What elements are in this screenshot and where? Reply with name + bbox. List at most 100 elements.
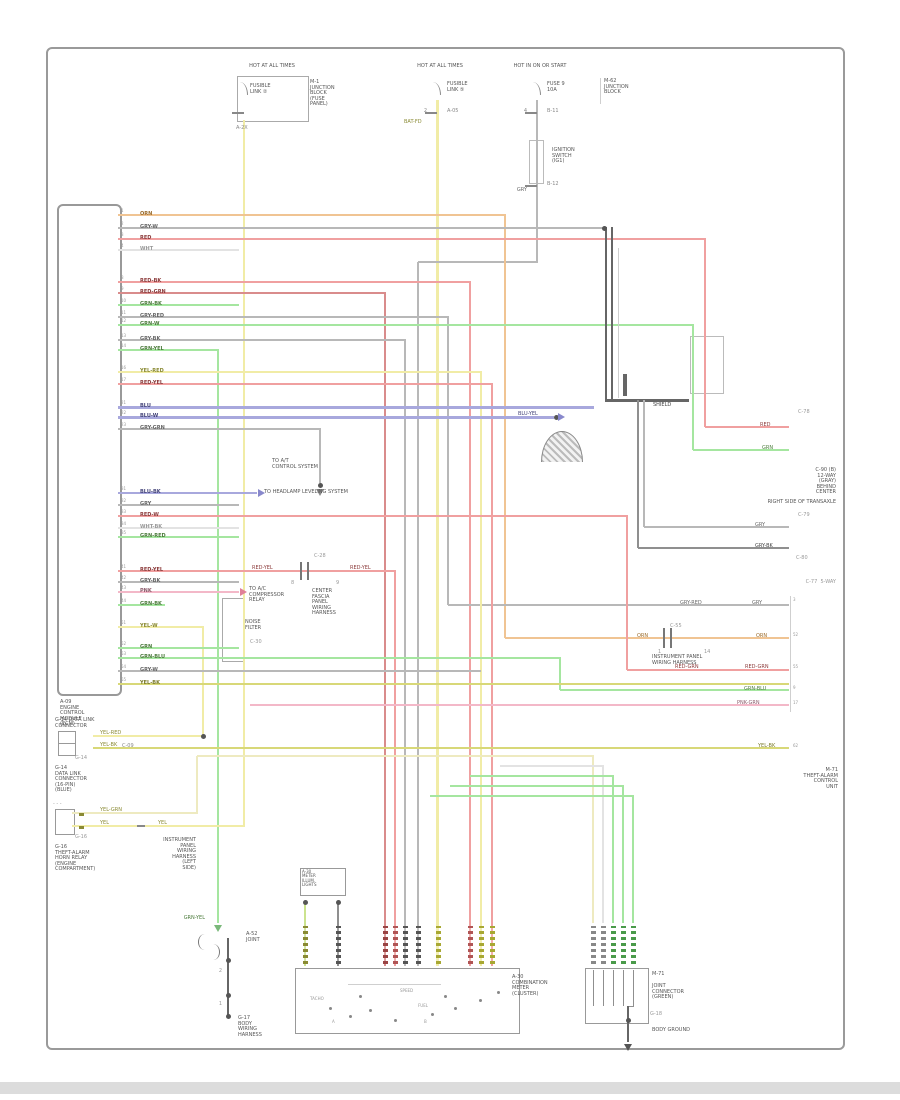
shield-bottom: [605, 398, 689, 402]
diagram-label: RED: [760, 422, 771, 428]
diagram-label: G-18: [650, 1011, 663, 1017]
diode-wire-1: [197, 755, 594, 757]
meter-label-box: [300, 868, 346, 896]
gray-branch-2: [637, 400, 639, 548]
junction-dot: [553, 414, 559, 420]
jc-feed-4: [450, 785, 624, 787]
diagram-label: A-2X: [236, 125, 248, 131]
dlc-wire-2: [93, 747, 789, 749]
connector-bar: [663, 628, 665, 648]
wire-YEL-RED: [118, 371, 482, 373]
diagram-label: RED-YEL: [252, 565, 273, 571]
jc-ground-lead: [627, 1006, 629, 1042]
wire-RED-BK: [469, 282, 471, 966]
diagram-label: RIGHT SIDE OF TRANSAXLE: [767, 499, 836, 505]
wire-GRN-BK: [118, 304, 239, 306]
diagram-label: C-77 5-WAY: [805, 579, 836, 585]
diagram-label: C-28: [314, 553, 326, 559]
diagram-label: M-1 JUNCTION BLOCK (FUSE PANEL): [310, 79, 335, 108]
junction-dot: [200, 733, 206, 739]
meter-internal-dot: [478, 998, 482, 1002]
diagram-label: 62: [793, 743, 799, 748]
diagram-label: C-09: [122, 743, 134, 749]
connector-hatch: [620, 926, 626, 964]
pin-number: 23: [121, 422, 127, 427]
pin-number: 4: [121, 243, 124, 248]
pin-number: 32: [121, 498, 127, 503]
wire-GRN: [118, 647, 239, 649]
wire-GRN-BK: [118, 604, 165, 606]
wire-RED-W: [118, 515, 628, 517]
diagram-label: TACHO: [310, 996, 324, 1001]
wire-ORN: [504, 215, 506, 638]
diagram-label: FUSIBLE LINK ②: [250, 83, 271, 95]
wire-code-label: RED-YEL: [140, 566, 164, 573]
diagram-label: G-14 DATA LINK CONNECTOR (16-PIN) (BLUE): [55, 765, 88, 794]
arrow-icon: [316, 489, 324, 496]
junction-dot: [335, 899, 341, 905]
pin-number: 2: [121, 221, 124, 226]
wire-YEL-W: [202, 627, 204, 736]
diagram-label: G-17 BODY WIRING HARNESS: [238, 1015, 262, 1038]
diagram-label: G-16: [75, 834, 88, 840]
jc-feed-2: [500, 765, 604, 767]
connector-tick: [525, 185, 537, 187]
diagram-label: 2: [218, 968, 222, 974]
pin-number: 21: [121, 400, 127, 405]
diagram-label: M-71 THEFT-ALARM CONTROL UNIT: [803, 767, 838, 790]
meter-internal-dot: [348, 1014, 352, 1018]
diagram-label: A-30 METER ILLUM. LIGHTS: [302, 869, 317, 888]
diagram-label: 14: [704, 649, 711, 655]
diode-box: [55, 809, 75, 835]
wire-code-label: RED-YEL: [140, 379, 164, 386]
jc-pin-3: [612, 970, 614, 1006]
junction-dot: [302, 899, 308, 905]
diagram-label: YEL-RED: [100, 730, 122, 736]
pin-number: 33: [121, 509, 127, 514]
diode-wire-1: [72, 812, 198, 814]
pin-number: 12: [121, 318, 127, 323]
diagram-label: 17: [793, 700, 799, 705]
diagram-label: BODY GROUND: [652, 1027, 691, 1033]
joint-connector-box: [585, 968, 649, 1024]
pin-number: 31: [121, 486, 127, 491]
dlc-symbol-2: [58, 743, 76, 756]
pin-number: 14: [121, 343, 127, 348]
pin-number: 44: [121, 598, 127, 603]
wire-code-label: GRY: [140, 500, 152, 507]
diagram-label: G-16 THEFT-ALARM HORN RELAY (ENGINE COMP…: [55, 844, 96, 873]
diagram-label: A-30 COMBINATION METER (CLUSTER): [512, 974, 548, 997]
wire-GRN-W: [692, 325, 694, 450]
diagram-label: B: [424, 1019, 427, 1024]
diagram-label: C-90 (B) 12-WAY (GRAY) BEHIND CENTER: [815, 467, 836, 496]
wire-GRN-W: [693, 449, 789, 451]
wire-WHT: [118, 249, 239, 251]
connector-hatch: [489, 926, 495, 964]
diagram-label: 55: [793, 664, 799, 669]
wire-RED-W: [627, 669, 789, 671]
pin-number: 34: [121, 521, 127, 526]
connector-tick: [232, 112, 244, 114]
arrow-icon: [214, 925, 222, 932]
connector-hatch: [392, 926, 398, 964]
wire-GRN-YEL: [118, 349, 219, 351]
diagram-label: C-55: [670, 623, 682, 629]
diagram-label: INSTRUMENT PANEL WIRING HARNESS: [652, 654, 703, 666]
wire-GRY: [118, 504, 239, 506]
diagram-label: 2: [423, 108, 427, 114]
jc-feed-3: [470, 775, 614, 777]
pin-number: 9: [121, 286, 124, 291]
connector-hatch: [415, 926, 421, 964]
diagram-label: 1: [218, 1001, 222, 1007]
connector-hatch: [382, 926, 388, 964]
diagram-label: B-11: [547, 108, 559, 114]
jc-pin-5: [632, 970, 634, 1006]
wire-GRY-GRN: [118, 428, 321, 430]
page-border: [46, 47, 845, 1050]
diagram-label: HOT AT ALL TIMES: [249, 63, 295, 69]
wire-code-label: BLU: [140, 402, 151, 409]
diagram-label: A: [332, 1019, 335, 1024]
dlc-wire-1: [93, 735, 204, 737]
pin-number: 43: [121, 585, 127, 590]
wire-code-label: WHT: [140, 245, 154, 252]
